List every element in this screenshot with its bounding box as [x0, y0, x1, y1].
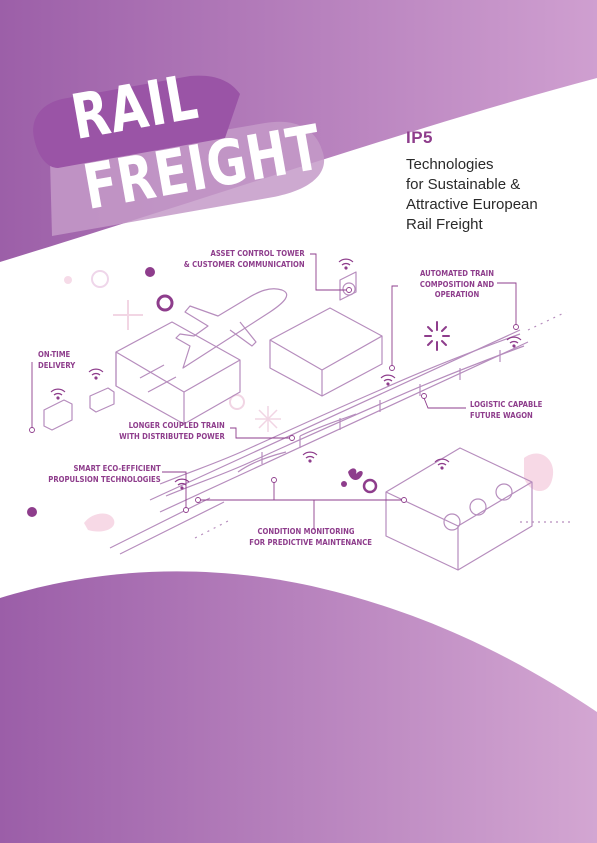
- decor-shapes: [27, 267, 554, 532]
- subtitle-line: Attractive European: [406, 196, 538, 213]
- bottom-wave: [0, 571, 597, 843]
- callout-line: CONDITION MONITORING: [257, 527, 355, 536]
- callout-line: ASSET CONTROL TOWER: [210, 249, 305, 258]
- subtitle-line: for Sustainable &: [406, 176, 521, 193]
- subtitle-line: Technologies: [406, 156, 494, 173]
- signal-icons: [50, 258, 522, 490]
- callout-smart-propulsion: SMART ECO-EFFICIENT PROPULSION TECHNOLOG…: [49, 464, 161, 485]
- rail-pill: [33, 75, 240, 168]
- callout-line: LOGISTIC CAPABLE: [470, 400, 543, 409]
- callout-on-time: ON-TIME DELIVERY: [38, 350, 75, 371]
- callout-line: LONGER COUPLED TRAIN: [128, 421, 225, 430]
- callout-line: DELIVERY: [38, 360, 76, 370]
- callout-line: SMART ECO-EFFICIENT: [73, 464, 161, 473]
- train-illustration: [43, 271, 572, 571]
- callout-line: ON-TIME: [38, 350, 71, 359]
- callout-line: COMPOSITION AND: [419, 279, 495, 289]
- callout-line: FOR PREDICTIVE MAINTENANCE: [249, 537, 372, 547]
- callout-line: WITH DISTRIBUTED POWER: [119, 431, 225, 441]
- callout-line: & CUSTOMER COMMUNICATION: [184, 259, 305, 269]
- callout-line: AUTOMATED TRAIN: [419, 269, 495, 278]
- callout-condition-monitoring: CONDITION MONITORING FOR PREDICTIVE MAIN…: [249, 527, 372, 548]
- programme-code: IP5: [406, 128, 434, 147]
- callout-asset-control: ASSET CONTROL TOWER & CUSTOMER COMMUNICA…: [184, 249, 305, 270]
- programme-subtitle: Technologies for Sustainable & Attractiv…: [406, 155, 586, 235]
- callout-line: FUTURE WAGON: [470, 410, 533, 420]
- callout-longer-train: LONGER COUPLED TRAIN WITH DISTRIBUTED PO…: [119, 421, 225, 442]
- leader-lines: [29, 253, 519, 530]
- subtitle-line: Rail Freight: [406, 216, 483, 233]
- callout-automated-train: AUTOMATED TRAIN COMPOSITION AND OPERATIO…: [410, 269, 505, 301]
- callout-line: PROPULSION TECHNOLOGIES: [48, 474, 161, 484]
- callout-line: OPERATION: [434, 290, 480, 299]
- callout-logistic-wagon: LOGISTIC CAPABLE FUTURE WAGON: [470, 400, 542, 421]
